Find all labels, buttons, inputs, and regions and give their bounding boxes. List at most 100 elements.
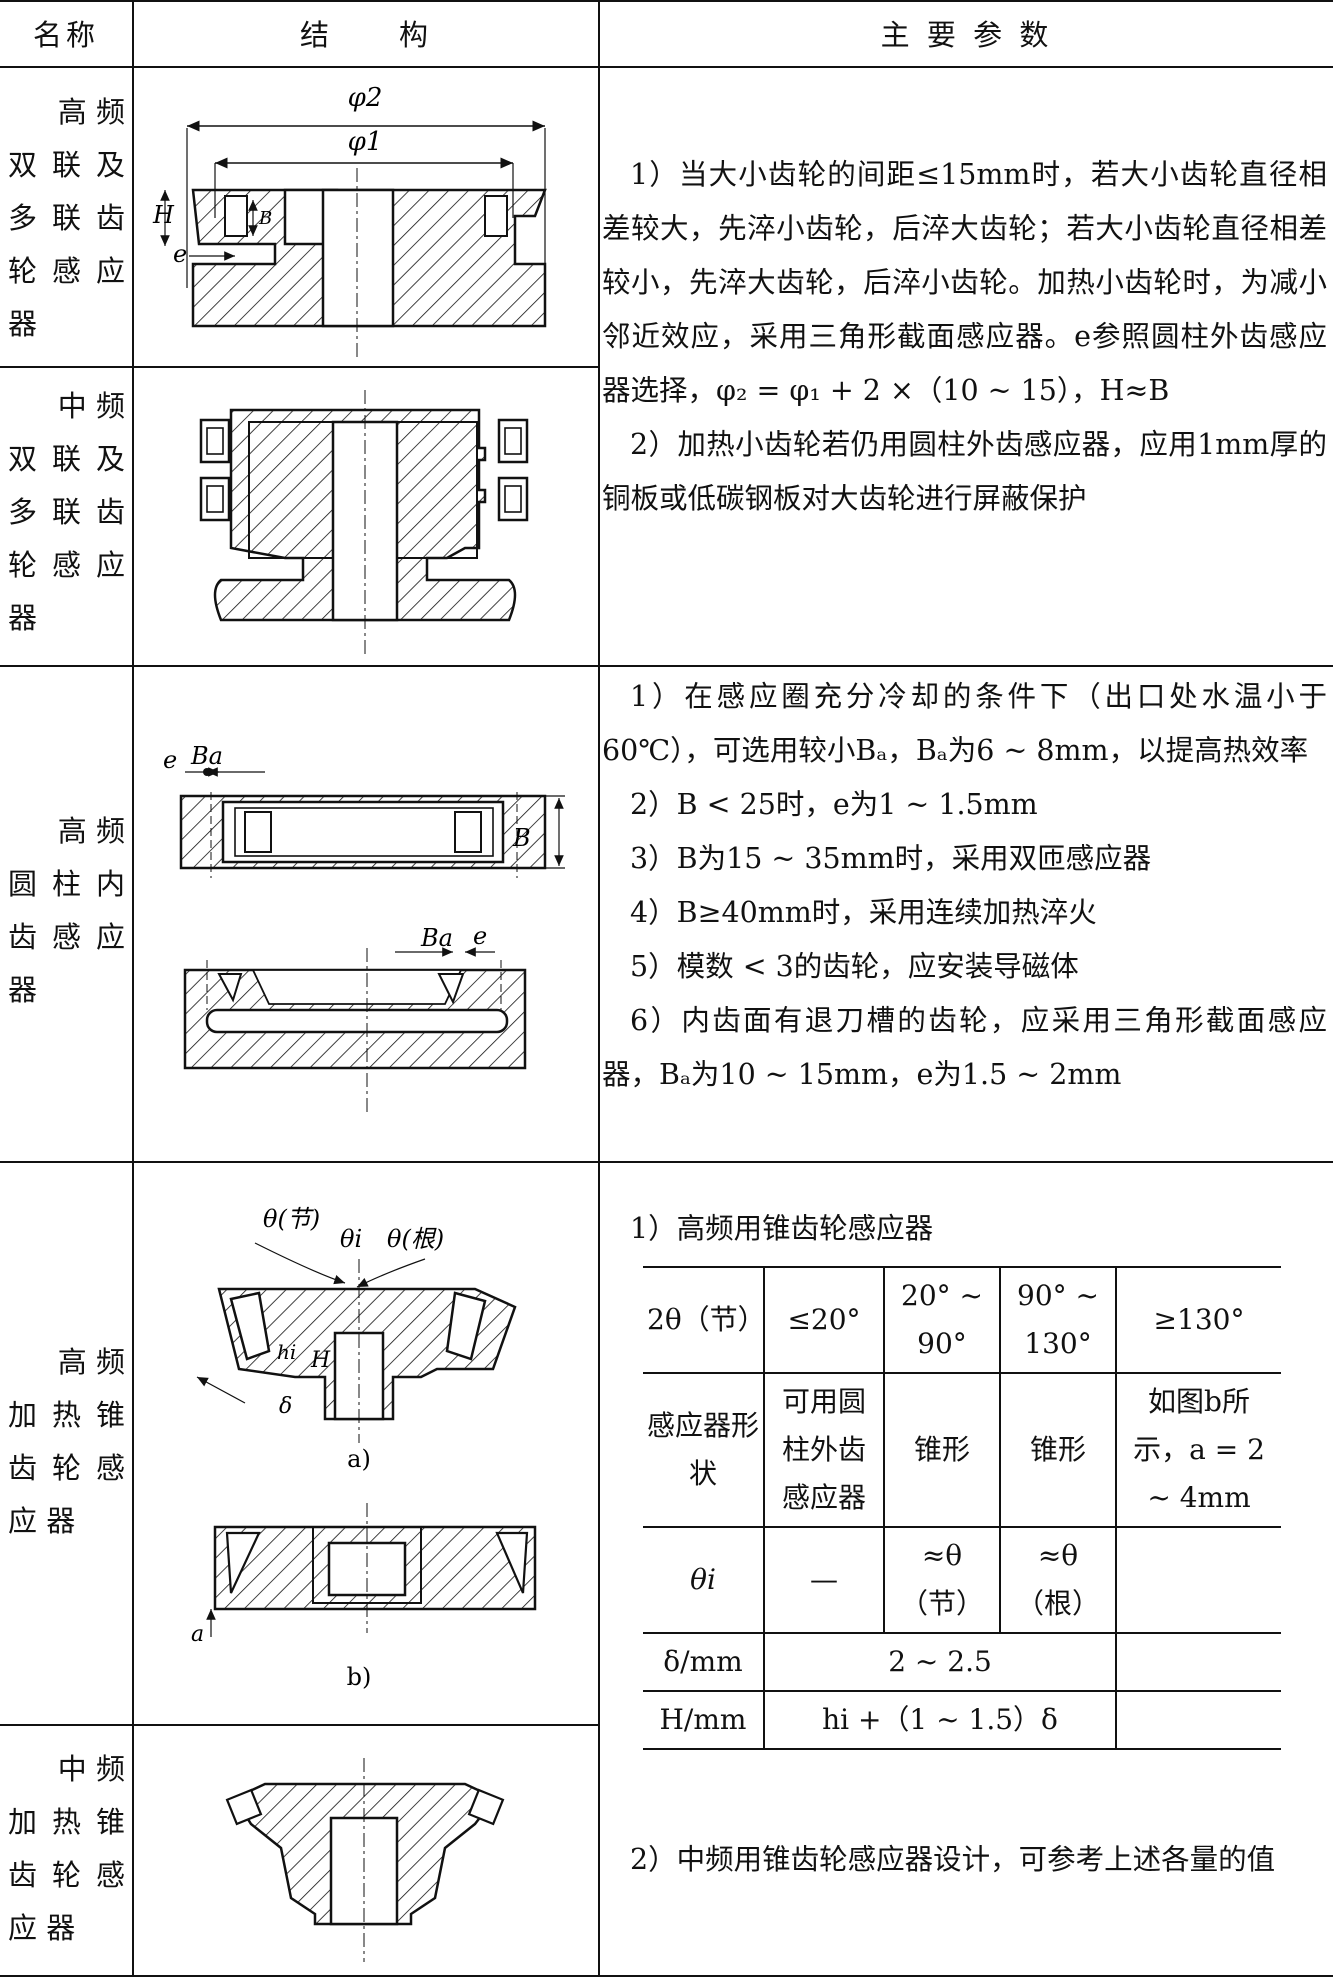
name-line: 中 频 xyxy=(57,1752,125,1786)
table-cell: 20° ~ 90° xyxy=(883,1266,1000,1374)
dim-Ba: Ba xyxy=(190,742,223,770)
param-text: 2）中频用锥齿轮感应器设计，可参考上述各量的值 xyxy=(630,1843,1276,1876)
dim-e: e xyxy=(173,240,187,268)
param-text: 3）B为15 ~ 35mm时，采用双匝感应器 xyxy=(630,842,1152,875)
dim-B: B xyxy=(512,824,531,852)
rule xyxy=(0,66,1333,68)
name-line: 加 热 锥 xyxy=(8,1805,125,1839)
label-H: H xyxy=(310,1348,331,1373)
name-line: 多 联 齿 xyxy=(8,495,125,529)
figure-hf-bevel-gear: θ(节) θi θ(根) hi H δ a) a b) xyxy=(135,1163,595,1723)
param-text: 1）当大小齿轮的间距≤15mm时，若大小齿轮直径相差较大，先淬小齿轮，后淬大齿轮… xyxy=(602,158,1327,407)
row-name-3: 高 频 圆 柱 内 齿 感 应 器 xyxy=(0,805,133,1017)
param-text: 2）加热小齿轮若仍用圆柱外齿感应器，应用1mm厚的铜板或低碳钢板对大齿轮进行屏蔽… xyxy=(602,428,1327,515)
table-cell: — xyxy=(763,1526,884,1634)
dim-H: H xyxy=(152,201,175,229)
header-params: 主 要 参 数 xyxy=(880,18,1053,52)
table-row: θi — ≈θ（节） ≈θ（根） xyxy=(643,1526,1281,1634)
table-cell xyxy=(1115,1632,1281,1692)
name-line: 中 频 xyxy=(57,389,125,423)
table-cell: H/mm xyxy=(643,1690,764,1750)
cone-inductor-table: 2θ（节） ≤20° 20° ~ 90° 90° ~ 130° ≥130° 感应… xyxy=(643,1266,1281,1750)
table-cell: 可用圆柱外齿感应器 xyxy=(763,1372,884,1528)
table-cell: δ/mm xyxy=(643,1632,764,1692)
name-line: 齿 轮 感 xyxy=(8,1858,125,1892)
name-line: 双 联 及 xyxy=(8,442,125,476)
table-cell: ≈θ（节） xyxy=(883,1526,1000,1634)
name-line: 应 器 xyxy=(8,1504,76,1538)
table-row: 感应器形状 可用圆柱外齿感应器 锥形 锥形 如图b所示，a = 2 ~ 4mm xyxy=(643,1372,1281,1528)
label-delta: δ xyxy=(279,1394,292,1419)
table-cell: 90° ~ 130° xyxy=(999,1266,1116,1374)
table-row: δ/mm 2 ~ 2.5 xyxy=(643,1632,1281,1692)
name-line: 加 热 锥 xyxy=(8,1398,125,1432)
params-row-4: 1）高频用锥齿轮感应器 xyxy=(602,1202,1327,1256)
table-cell: 锥形 xyxy=(883,1372,1000,1528)
rule xyxy=(0,0,1333,2)
name-line: 高 频 xyxy=(57,1345,125,1379)
figure-mf-bevel-gear xyxy=(135,1728,595,1972)
name-line: 高 频 xyxy=(57,95,125,129)
table-cell: 2 ~ 2.5 xyxy=(763,1632,1116,1692)
table-cell: 如图b所示，a = 2 ~ 4mm xyxy=(1115,1372,1281,1528)
name-line: 器 xyxy=(8,307,38,341)
name-line: 轮 感 应 xyxy=(8,548,125,582)
name-line: 应 器 xyxy=(8,1911,76,1945)
name-line: 轮 感 应 xyxy=(8,254,125,288)
rule xyxy=(0,1975,1333,1977)
param-text: 5）模数 < 3的齿轮，应安装导磁体 xyxy=(630,950,1079,983)
param-text: 1）高频用锥齿轮感应器 xyxy=(630,1212,934,1245)
rule xyxy=(598,0,600,1977)
label-theta-i: θi xyxy=(340,1225,362,1253)
row-name-1: 高 频 双 联 及 多 联 齿 轮 感 应 器 xyxy=(0,86,133,351)
figure-mf-duplex-gear xyxy=(135,370,595,662)
dim-phi1: φ1 xyxy=(348,127,383,157)
figure-hf-duplex-gear: φ2 φ1 H B e xyxy=(135,68,595,364)
table-cell: 2θ（节） xyxy=(643,1266,766,1374)
label-a: a xyxy=(191,1622,204,1647)
name-line: 齿 感 应 xyxy=(8,920,125,954)
row-name-2: 中 频 双 联 及 多 联 齿 轮 感 应 器 xyxy=(0,380,133,645)
rule xyxy=(0,366,600,368)
header-structure: 结 构 xyxy=(299,18,432,52)
caption-a: a) xyxy=(347,1445,371,1473)
rule xyxy=(132,0,134,1977)
table-cell xyxy=(1115,1690,1281,1750)
table-cell xyxy=(1115,1526,1281,1634)
params-row-5: 2）中频用锥齿轮感应器设计，可参考上述各量的值 xyxy=(602,1833,1327,1887)
dim-e-2: e xyxy=(473,922,487,950)
label-theta-root: θ(根) xyxy=(387,1225,444,1253)
dim-phi2: φ2 xyxy=(348,83,383,113)
rule xyxy=(0,665,1333,667)
label-h: hi xyxy=(277,1340,296,1364)
table-cell: 感应器形状 xyxy=(643,1372,764,1528)
name-line: 器 xyxy=(8,973,38,1007)
table-cell: θi xyxy=(643,1526,764,1634)
table-row: 2θ（节） ≤20° 20° ~ 90° 90° ~ 130° ≥130° xyxy=(643,1266,1281,1374)
row-name-5: 中 频 加 热 锥 齿 轮 感 应 器 xyxy=(0,1743,133,1955)
label-theta-pitch: θ(节) xyxy=(263,1205,320,1233)
dim-B: B xyxy=(258,208,272,229)
name-line: 齿 轮 感 xyxy=(8,1451,125,1485)
dim-Ba-2: Ba xyxy=(420,924,453,952)
table-cell: ≥130° xyxy=(1115,1266,1281,1374)
figure-hf-internal-gear: e Ba B Ba e xyxy=(135,668,595,1158)
name-line: 器 xyxy=(8,601,38,635)
name-line: 高 频 xyxy=(57,814,125,848)
name-line: 多 联 齿 xyxy=(8,201,125,235)
param-text: 6）内齿面有退刀槽的齿轮，应采用三角形截面感应器，Bₐ为10 ~ 15mm，e为… xyxy=(602,1004,1327,1091)
rule xyxy=(0,1161,1333,1163)
param-text: 2）B < 25时，e为1 ~ 1.5mm xyxy=(630,788,1038,821)
name-line: 双 联 及 xyxy=(8,148,125,182)
table-cell: hi +（1 ~ 1.5）δ xyxy=(763,1690,1116,1750)
param-text: 4）B≥40mm时，采用连续加热淬火 xyxy=(630,896,1097,929)
row-name-4: 高 频 加 热 锥 齿 轮 感 应 器 xyxy=(0,1336,133,1548)
name-line: 圆 柱 内 xyxy=(8,867,125,901)
params-row-3: 1）在感应圈充分冷却的条件下（出口处水温小于60℃），可选用较小Bₐ，Bₐ为6 … xyxy=(602,670,1327,1102)
table-cell: ≈θ（根） xyxy=(999,1526,1116,1634)
dim-e: e xyxy=(163,746,177,774)
params-row-1: 1）当大小齿轮的间距≤15mm时，若大小齿轮直径相差较大，先淬小齿轮，后淬大齿轮… xyxy=(602,148,1327,526)
table-cell: ≤20° xyxy=(763,1266,884,1374)
header-name: 名称 xyxy=(32,18,99,52)
